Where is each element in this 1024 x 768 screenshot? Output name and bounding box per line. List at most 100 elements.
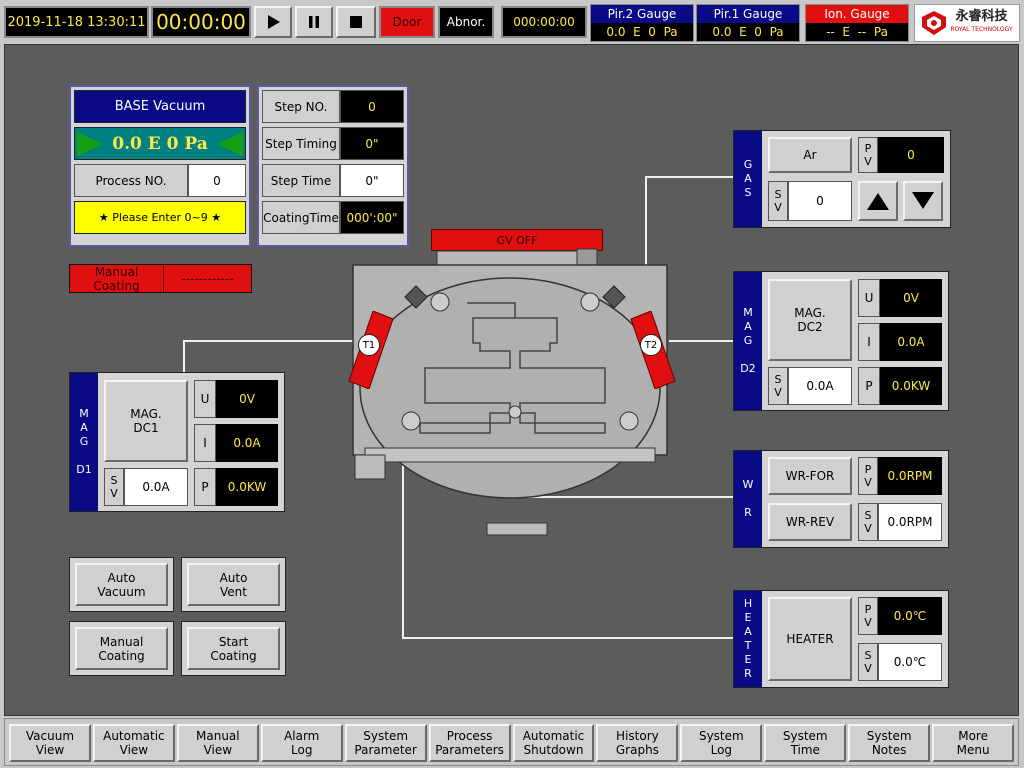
vacuum-chamber-diagram bbox=[352, 248, 668, 536]
datetime-display: 2019-11-18 13:30:11 bbox=[4, 6, 149, 38]
mag-d1-i-label: I bbox=[194, 424, 216, 462]
gauge-title: Ion. Gauge bbox=[806, 5, 908, 23]
vertical-letter: A bbox=[744, 625, 752, 638]
step-value: 0 bbox=[340, 90, 404, 123]
vertical-letter: T bbox=[744, 639, 752, 652]
connector-line bbox=[402, 459, 404, 639]
step-label: Step NO. bbox=[262, 90, 340, 123]
auto-vent-button[interactable]: Auto Vent bbox=[187, 563, 280, 606]
vertical-letter: M bbox=[743, 306, 753, 319]
mag-d1-sv-input[interactable]: 0.0A bbox=[124, 468, 188, 506]
gauge-title: Pir.2 Gauge bbox=[591, 5, 693, 23]
base-vacuum-title: BASE Vacuum bbox=[74, 90, 246, 123]
play-button[interactable] bbox=[254, 6, 292, 38]
gauge-value: 0.0 E 0 Pa bbox=[712, 25, 784, 39]
vertical-letter: R bbox=[744, 506, 752, 519]
gate-valve-status[interactable]: GV OFF bbox=[431, 229, 603, 251]
mag-dc1-button[interactable]: MAG. DC1 bbox=[104, 380, 188, 462]
stop-icon bbox=[350, 16, 362, 28]
nav-button-system-log[interactable]: System Log bbox=[680, 724, 763, 762]
t2-label: T2 bbox=[640, 334, 662, 356]
vertical-letter: S bbox=[744, 186, 752, 199]
gas-type-button[interactable]: Ar bbox=[768, 137, 852, 173]
logo-text: 永睿科技 bbox=[955, 9, 1008, 24]
step-value[interactable]: 0" bbox=[340, 164, 404, 197]
mag-d1-i-value: 0.0A bbox=[216, 424, 278, 462]
connector-line bbox=[183, 340, 185, 374]
vertical-letter: E bbox=[744, 653, 752, 666]
wr-reverse-button[interactable]: WR-REV bbox=[768, 503, 852, 541]
nav-button-system-notes[interactable]: System Notes bbox=[848, 724, 931, 762]
nav-button-system-time[interactable]: System Time bbox=[764, 724, 847, 762]
pause-button[interactable] bbox=[295, 6, 333, 38]
nav-button-manual-view[interactable]: Manual View bbox=[176, 724, 259, 762]
nav-button-alarm-log[interactable]: Alarm Log bbox=[260, 724, 343, 762]
vertical-letter: E bbox=[744, 611, 752, 624]
wr-sv-input[interactable]: 0.0RPM bbox=[878, 503, 942, 541]
process-no-label: Process NO. bbox=[74, 164, 188, 197]
down-triangle-icon bbox=[912, 192, 934, 209]
mag-dc2-button[interactable]: MAG. DC2 bbox=[768, 279, 852, 361]
gas-increase-button[interactable] bbox=[858, 181, 898, 221]
vertical-letter: G bbox=[79, 435, 89, 448]
nav-button-automatic-view[interactable]: Automatic View bbox=[92, 724, 175, 762]
t1-label: T1 bbox=[358, 334, 380, 356]
start-coating-button[interactable]: Start Coating bbox=[187, 627, 280, 670]
abnormal-indicator: Abnor. bbox=[438, 6, 494, 38]
wr-sv-label: S V bbox=[858, 503, 878, 541]
wr-forward-button[interactable]: WR-FOR bbox=[768, 457, 852, 495]
vertical-letter: A bbox=[80, 421, 88, 434]
heater-sv-input[interactable]: 0.0℃ bbox=[878, 643, 942, 681]
right-arrow-icon bbox=[217, 132, 243, 156]
base-vacuum-reading: 0.0 E 0 Pa bbox=[112, 133, 208, 154]
nav-button-history-graphs[interactable]: History Graphs bbox=[596, 724, 679, 762]
auto-vacuum-panel: Auto Vacuum bbox=[69, 557, 174, 612]
auto-vacuum-button[interactable]: Auto Vacuum bbox=[75, 563, 168, 606]
manual-coating-panel: Manual Coating bbox=[69, 621, 174, 676]
vertical-letter: A bbox=[744, 320, 752, 333]
nav-button-system-parameter[interactable]: System Parameter bbox=[344, 724, 427, 762]
vertical-letter: M bbox=[79, 407, 89, 420]
mag-d2-i-value: 0.0A bbox=[880, 323, 942, 361]
mag-d1-p-value: 0.0KW bbox=[216, 468, 278, 506]
gas-sv-label: S V bbox=[768, 181, 788, 221]
wr-pv-label: P V bbox=[858, 457, 878, 495]
manual-coating-button[interactable]: Manual Coating bbox=[75, 627, 168, 670]
mag-d2-sv-label: S V bbox=[768, 367, 788, 405]
step-counter: 000:00:00 bbox=[501, 6, 587, 38]
gas-decrease-button[interactable] bbox=[903, 181, 943, 221]
process-hint: ★ Please Enter 0~9 ★ bbox=[74, 201, 246, 234]
gas-sv-input[interactable]: 0 bbox=[788, 181, 852, 221]
step-label: Step Timing bbox=[262, 127, 340, 160]
vertical-letter: R bbox=[744, 667, 752, 680]
nav-button-more-menu[interactable]: More Menu bbox=[932, 724, 1015, 762]
mag-d2-sv-input[interactable]: 0.0A bbox=[788, 367, 852, 405]
left-arrow-icon bbox=[77, 132, 103, 156]
logo-shield-icon bbox=[922, 11, 947, 35]
heater-sv-label: S V bbox=[858, 643, 878, 681]
gauge-value: 0.0 E 0 Pa bbox=[606, 25, 678, 39]
heater-button[interactable]: HEATER bbox=[768, 597, 852, 681]
process-no-input[interactable]: 0 bbox=[188, 164, 246, 197]
gauge-value: -- E -- Pa bbox=[826, 25, 888, 39]
mag-d1-p-label: P bbox=[194, 468, 216, 506]
stop-button[interactable] bbox=[336, 6, 376, 38]
nav-button-automatic-shutdown[interactable]: Automatic Shutdown bbox=[512, 724, 595, 762]
process-view-canvas: BASE Vacuum 0.0 E 0 Pa Process NO. 0 ★ P… bbox=[4, 44, 1019, 716]
base-vacuum-panel: BASE Vacuum 0.0 E 0 Pa Process NO. 0 ★ P… bbox=[69, 85, 251, 247]
nav-button-vacuum-view[interactable]: Vacuum View bbox=[9, 724, 91, 762]
vertical-letter: D2 bbox=[740, 362, 756, 375]
step-value: 0" bbox=[340, 127, 404, 160]
nav-button-process-parameters[interactable]: Process Parameters bbox=[428, 724, 511, 762]
